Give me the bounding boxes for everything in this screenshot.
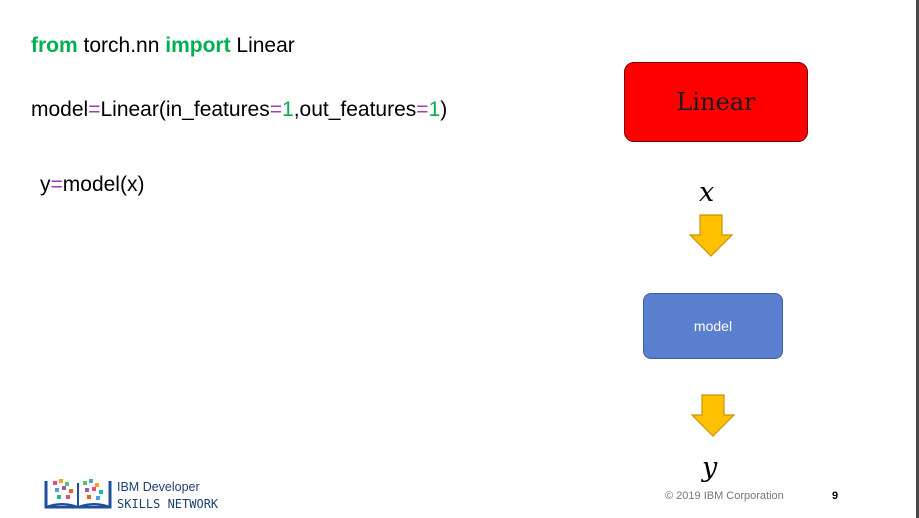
- model-box: model: [643, 293, 783, 359]
- out-features-value: 1: [428, 98, 441, 121]
- brand-line-2: SKILLS NETWORK: [117, 497, 219, 511]
- copyright-text: © 2019 IBM Corporation: [665, 490, 784, 502]
- down-arrow-icon: [688, 214, 734, 257]
- ibm-skills-network-logo-icon: [44, 479, 112, 509]
- model-var: model: [31, 98, 89, 121]
- code-line-import: from torch.nn import Linear: [31, 33, 295, 59]
- code-line-predict: y=model(x): [40, 172, 144, 198]
- kwarg-eq-1: =: [269, 98, 283, 121]
- linear-box: Linear: [624, 62, 808, 142]
- assign-op-2: =: [50, 173, 63, 196]
- out-features-arg: ,out_features: [293, 98, 417, 121]
- import-name: Linear: [230, 34, 295, 57]
- keyword-from: from: [31, 34, 78, 57]
- module-name: torch.nn: [77, 34, 166, 57]
- right-edge-divider: [916, 0, 919, 518]
- close-paren: ): [440, 98, 448, 121]
- assign-op: =: [88, 98, 101, 121]
- model-call: model(x): [62, 173, 145, 196]
- keyword-import: import: [165, 34, 231, 57]
- linear-label: Linear: [676, 88, 756, 116]
- kwarg-eq-2: =: [416, 98, 429, 121]
- y-var: y: [40, 173, 51, 196]
- code-line-model: model=Linear(in_features=1,out_features=…: [31, 97, 447, 123]
- output-y-label: y: [702, 452, 718, 483]
- in-features-value: 1: [282, 98, 294, 121]
- brand-line-1: IBM Developer: [117, 480, 200, 494]
- linear-call: Linear(in_features: [100, 98, 270, 121]
- input-x-label: x: [699, 177, 715, 208]
- page-number: 9: [832, 490, 839, 502]
- down-arrow-icon-2: [690, 394, 736, 437]
- model-label: model: [693, 318, 733, 334]
